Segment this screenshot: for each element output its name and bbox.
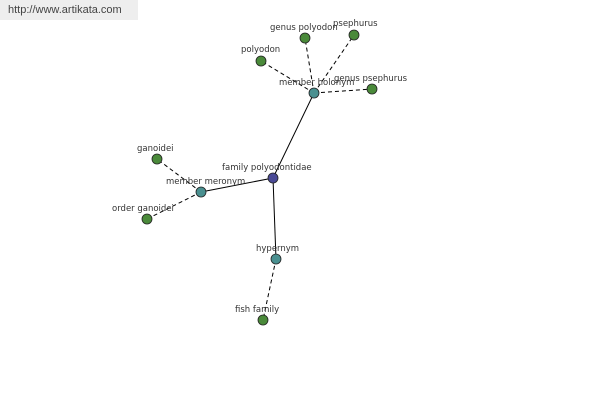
node-label-member-holonym[interactable]: member holonym: [279, 78, 354, 88]
edge-center-to-hypernym: [272, 177, 277, 260]
node-label-genus-polyodon[interactable]: genus polyodon: [270, 23, 338, 33]
node-ganoidei[interactable]: [151, 153, 163, 165]
node-label-polyodon[interactable]: polyodon: [241, 45, 280, 55]
node-member-holonym[interactable]: [308, 87, 320, 99]
edge-member-holonym-to-psephurus: [313, 34, 355, 94]
edge-center-to-member-holonym: [272, 92, 315, 179]
node-label-fish-family[interactable]: fish family: [235, 305, 279, 315]
graph-labels: family polyodontidae member holonym member…: [112, 19, 408, 315]
edge-center-to-member-meronym: [200, 177, 274, 193]
node-genus-polyodon[interactable]: [299, 32, 311, 44]
site-url[interactable]: http://www.artikata.com: [0, 0, 138, 20]
node-genus-psephurus[interactable]: [366, 83, 378, 95]
edge-member-meronym-to-ganoidei: [156, 158, 202, 193]
node-polyodon[interactable]: [255, 55, 267, 67]
node-label-ganoidei[interactable]: ganoidei: [137, 144, 174, 154]
graph-nodes: [141, 29, 378, 326]
node-label-order-ganoidei[interactable]: order ganoidei: [112, 204, 174, 214]
node-center[interactable]: [267, 172, 279, 184]
node-label-member-meronym[interactable]: member meronym: [166, 177, 245, 187]
node-label-psephurus[interactable]: psephurus: [333, 19, 378, 29]
node-member-meronym[interactable]: [195, 186, 207, 198]
node-order-ganoidei[interactable]: [141, 213, 153, 225]
node-label-genus-psephurus[interactable]: genus psephurus: [334, 74, 408, 84]
edge-member-meronym-to-order-ganoidei: [146, 191, 202, 220]
edge-member-holonym-to-genus-psephurus: [313, 88, 373, 94]
node-fish-family[interactable]: [257, 314, 269, 326]
node-label-center[interactable]: family polyodontidae: [222, 163, 312, 173]
graph-edges: [146, 34, 373, 321]
edge-member-holonym-to-polyodon: [260, 60, 315, 94]
edge-member-holonym-to-genus-polyodon: [304, 37, 315, 94]
node-hypernym[interactable]: [270, 253, 282, 265]
node-label-hypernym[interactable]: hypernym: [256, 244, 299, 254]
edge-hypernym-to-fish-family: [262, 258, 277, 321]
node-psephurus[interactable]: [348, 29, 360, 41]
